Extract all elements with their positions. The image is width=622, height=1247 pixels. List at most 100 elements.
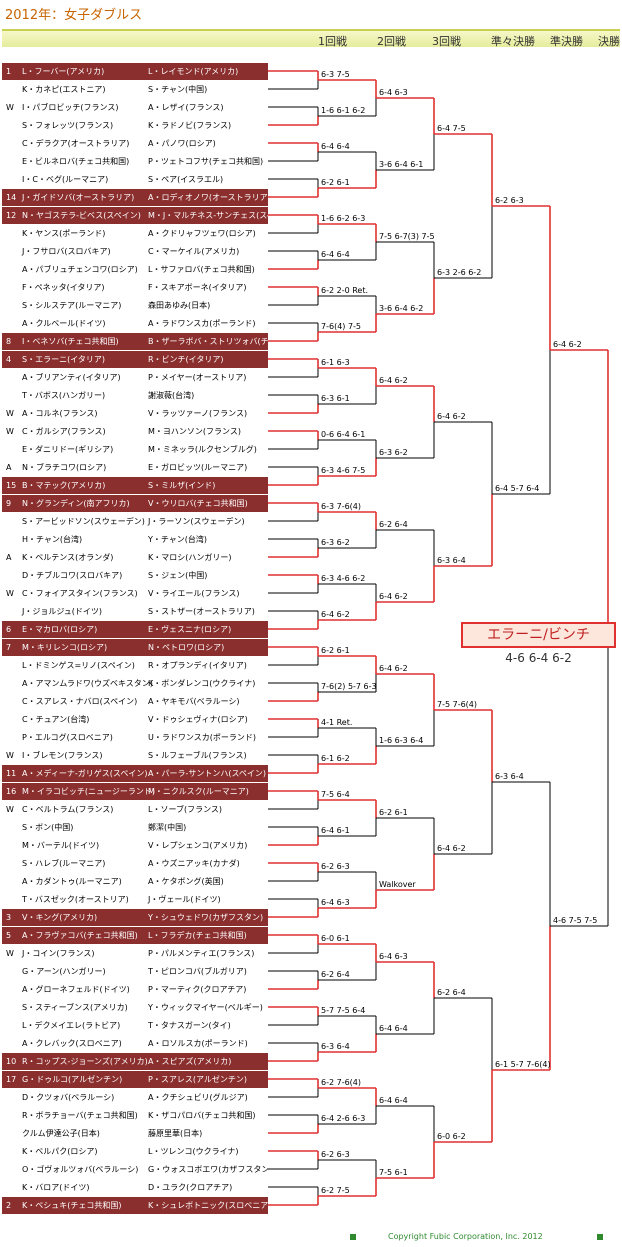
draw-entry: O・ゴヴォルツォバ(ベラルーシ)G・ウォスコボエワ(カザフスタン) [2, 1161, 268, 1178]
player-two: L・サファロバ(チェコ共和国) [148, 265, 255, 274]
draw-entry: K・ヤンス(ポーランド)A・クドリャフツェワ(ロシア) [2, 225, 268, 242]
match-score: 3-6 6-4 6-1 [379, 160, 424, 169]
player-one: S・スティーブンス(アメリカ) [22, 1003, 128, 1012]
player-one: L・フーバー(アメリカ) [22, 67, 105, 76]
player-one: C・ガルシア(フランス) [22, 427, 106, 436]
round-label: 準々決勝 [491, 35, 535, 48]
player-one: K・カネピ(エストニア) [22, 85, 106, 94]
match-score: 3-6 6-4 6-2 [379, 304, 424, 313]
match-score: 6-2 6-3 [321, 862, 350, 871]
player-two: A・パノワ(ロシア) [148, 139, 216, 148]
round-label: 1回戦 [318, 35, 347, 48]
draw-entry: A・パブリュチェンコワ(ロシア)L・サファロバ(チェコ共和国) [2, 261, 268, 278]
entry-tag: 12 [6, 211, 17, 220]
player-one: M・キリレンコ(ロシア) [22, 643, 108, 652]
draw-entry: C・デラクア(オーストラリア) A・パノワ(ロシア) [2, 135, 268, 152]
entry-tag: W [6, 949, 14, 958]
player-two: R・ビンチ(イタリア) [148, 355, 224, 364]
player-two: A・ウズニアッキ(カナダ) [148, 859, 240, 868]
player-one: I・パブロビッチ(フランス) [22, 103, 119, 112]
match-score: 6-4 6-3 [379, 88, 408, 97]
match-score: 6-2 6-1 [379, 808, 408, 817]
draw-entry: S・フォレッツ(フランス)K・ラドノビ(フランス) [2, 117, 268, 134]
match-score: 7-6(2) 5-7 6-3 [321, 682, 377, 691]
match-score: 6-0 6-1 [321, 934, 350, 943]
entry-tag: 6 [6, 625, 12, 634]
entry-tag: 3 [6, 913, 12, 922]
player-one: N・ヤゴステラ-ビベス(スペイン) [22, 211, 141, 220]
round-label: 2回戦 [377, 35, 406, 48]
round-label: 準決勝 [550, 35, 583, 48]
entry-tag: 8 [6, 337, 12, 346]
match-score: 6-1 5-7 7-6(4) [495, 1060, 551, 1069]
player-one: T・バスゼック(オーストリア) [22, 895, 129, 904]
draw-entry: D・クツォバ(ベラルーシ)A・クチシュビリ(グルジア) [2, 1089, 268, 1106]
player-two: F・スキアボーネ(イタリア) [148, 283, 247, 292]
player-one: K・ベルテンス(オランダ) [22, 553, 114, 562]
draw-entry: T・バスゼック(オーストリア)J・ヴェール(ドイツ) [2, 891, 268, 908]
player-one: J・フサロバ(スロバキア) [22, 247, 111, 256]
player-one: A・カダントゥ(ルーマニア) [22, 877, 122, 886]
match-score: 6-3 4-6 7-5 [321, 466, 366, 475]
player-two: R・オプランディ(イタリア) [148, 661, 247, 670]
player-two: P・パルメンティエ(フランス) [148, 949, 255, 958]
match-score: 6-2 6-1 [321, 646, 350, 655]
match-score: 7-6(4) 7-5 [321, 322, 362, 331]
player-one: V・キング(アメリカ) [22, 913, 98, 922]
player-one: G・ドゥルコ(アルゼンチン) [22, 1075, 123, 1084]
player-one: M・バーテル(ドイツ) [22, 841, 100, 850]
match-score: 1-6 6-3 6-4 [379, 736, 424, 745]
player-one: J・ガイドソバ(オーストラリア) [22, 193, 135, 202]
player-one: K・ヤンス(ポーランド) [22, 229, 106, 238]
round-label: 3回戦 [432, 35, 461, 48]
footer-square-icon [597, 1234, 603, 1240]
player-one: L・ドミンゲス=リノ(スペイン) [22, 661, 135, 670]
player-two: T・タナスガーン(タイ) [148, 1021, 231, 1030]
draw-entry: E・ビルネロバ(チェコ共和国)P・ツェトコフサ(チェコ共和国) [2, 153, 268, 170]
player-two: V・ライエール(フランス) [148, 589, 240, 598]
player-two: S・チャン(中国) [148, 85, 208, 94]
player-one: S・シルステア(ルーマニア) [22, 301, 122, 310]
player-two: K・シュレボトニック(スロベニア) [148, 1201, 268, 1210]
player-two: J・ラーソン(スウェーデン) [148, 517, 245, 526]
player-one: A・クルベール(ドイツ) [22, 319, 106, 328]
draw-entry: A・アマンムラドワ(ウズベキスタン)K・ボンダレンコ(ウクライナ) [2, 675, 268, 692]
match-score: 6-4 6-2 [437, 412, 466, 421]
player-one: M・イラコビッチ(ニュージーランド) [22, 787, 155, 796]
draw-entry: P・エルコグ(スロベニア)U・ラドワンスカ(ポーランド) [2, 729, 268, 746]
champion-box: エラーニ/ビンチ [461, 622, 616, 648]
entry-tag: W [6, 409, 14, 418]
entry-tag: 14 [6, 193, 17, 202]
player-one: S・アービッドソン(スウェーデン) [22, 517, 145, 526]
match-score: 6-4 6-2 [379, 592, 408, 601]
match-score: 6-1 6-3 [321, 358, 350, 367]
match-score: 7-5 7-6(4) [437, 700, 478, 709]
player-one: C・チュアン(台湾) [22, 715, 90, 724]
match-score: 6-2 6-1 [321, 178, 350, 187]
match-score: 6-2 7-6(4) [321, 1078, 362, 1087]
entry-tag: 10 [6, 1057, 17, 1066]
player-two: A・レザイ(フランス) [148, 103, 224, 112]
player-two: 謝淑薇(台湾) [148, 391, 195, 400]
player-one: S・フォレッツ(フランス) [22, 121, 114, 130]
entry-tag: 7 [6, 643, 12, 652]
match-score: 6-4 6-2 [437, 844, 466, 853]
player-one: S・ハレブ(ルーマニア) [22, 859, 106, 868]
match-score: 6-2 6-4 [321, 970, 350, 979]
player-two: N・ペトロワ(ロシア) [148, 643, 225, 652]
draw-entry: 12N・ヤゴステラ-ビベス(スペイン)M・J・マルチネス-サンチェス(スペイン) [2, 207, 268, 224]
match-score: 6-4 6-4 [379, 1024, 408, 1033]
entry-tag: 1 [6, 67, 12, 76]
player-one: B・マテック(アメリカ) [22, 481, 106, 490]
player-one: I・C・ベグ(ルーマニア) [22, 175, 109, 184]
player-two: V・ラッツァーノ(フランス) [148, 409, 248, 418]
player-two: B・ザーラボバ・ストリツォバ(チェコ共和国) [148, 337, 268, 346]
draw-entry: 8I・ベネソバ(チェコ共和国)B・ザーラボバ・ストリツォバ(チェコ共和国) [2, 333, 268, 350]
player-one: C・デラクア(オーストラリア) [22, 139, 130, 148]
